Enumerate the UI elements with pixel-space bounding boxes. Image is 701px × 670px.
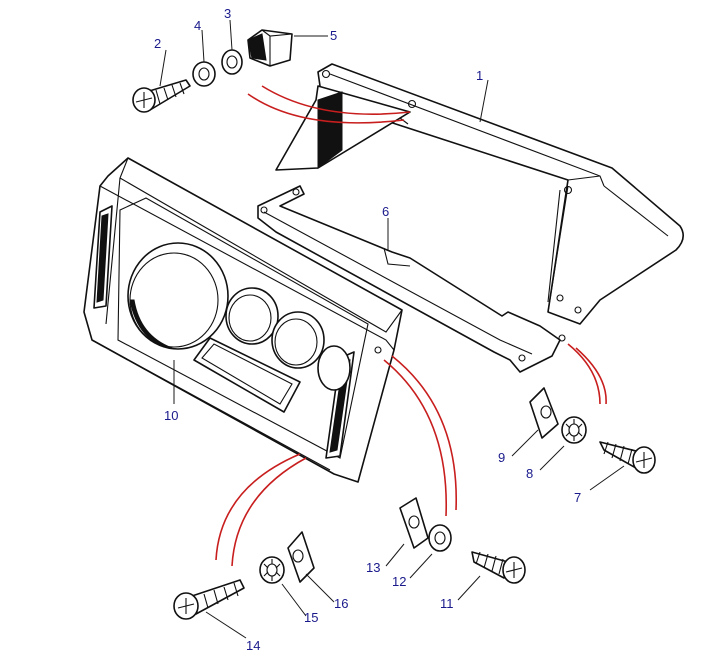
grommet-part-5 — [247, 29, 293, 67]
callout-9: 9 — [498, 450, 505, 465]
washer-part-3 — [221, 49, 243, 75]
fitting-path-upper-b — [247, 93, 405, 124]
callout-13: 13 — [366, 560, 380, 575]
star-washer-part-8 — [561, 416, 587, 444]
callout-11: 11 — [440, 596, 454, 611]
callout-3: 3 — [224, 6, 231, 21]
screw-part-7 — [599, 441, 656, 474]
callout-7: 7 — [574, 490, 581, 505]
callout-5: 5 — [330, 28, 337, 43]
clip-part-16 — [287, 531, 315, 583]
panel-part-10 — [83, 157, 403, 483]
clip-part-13 — [399, 497, 429, 549]
screw-part-11 — [471, 551, 526, 584]
screw-part-2 — [132, 79, 191, 113]
leader-lines — [159, 19, 625, 639]
screw-part-14 — [173, 579, 245, 620]
star-washer-part-15 — [259, 556, 285, 584]
fitting-path-right-b — [575, 347, 607, 405]
callout-8: 8 — [526, 466, 533, 481]
bracket-part-6 — [257, 185, 566, 373]
callout-6: 6 — [382, 204, 389, 219]
fitting-paths — [215, 85, 607, 567]
housing-part-1 — [275, 63, 684, 325]
clip-part-9 — [529, 387, 559, 439]
callout-2: 2 — [154, 36, 161, 51]
fitting-path-right-a — [567, 343, 601, 405]
washer-part-12 — [428, 524, 452, 552]
fitting-path-panel-right-a — [391, 355, 458, 511]
callout-1: 1 — [476, 68, 483, 83]
callout-4: 4 — [194, 18, 201, 33]
callout-16: 16 — [334, 596, 348, 611]
callout-12: 12 — [392, 574, 406, 589]
fitting-path-panel-left-a — [215, 453, 301, 561]
fitting-path-panel-left-b — [231, 457, 307, 567]
callout-10: 10 — [164, 408, 178, 423]
callout-labels: 1 2 4 3 5 6 10 9 8 7 13 12 11 16 15 14 — [154, 6, 581, 653]
callout-14: 14 — [246, 638, 260, 653]
washer-part-4 — [192, 61, 216, 87]
fitting-path-panel-right-b — [383, 359, 448, 517]
fitting-path-upper-a — [261, 85, 411, 115]
callout-15: 15 — [304, 610, 318, 625]
